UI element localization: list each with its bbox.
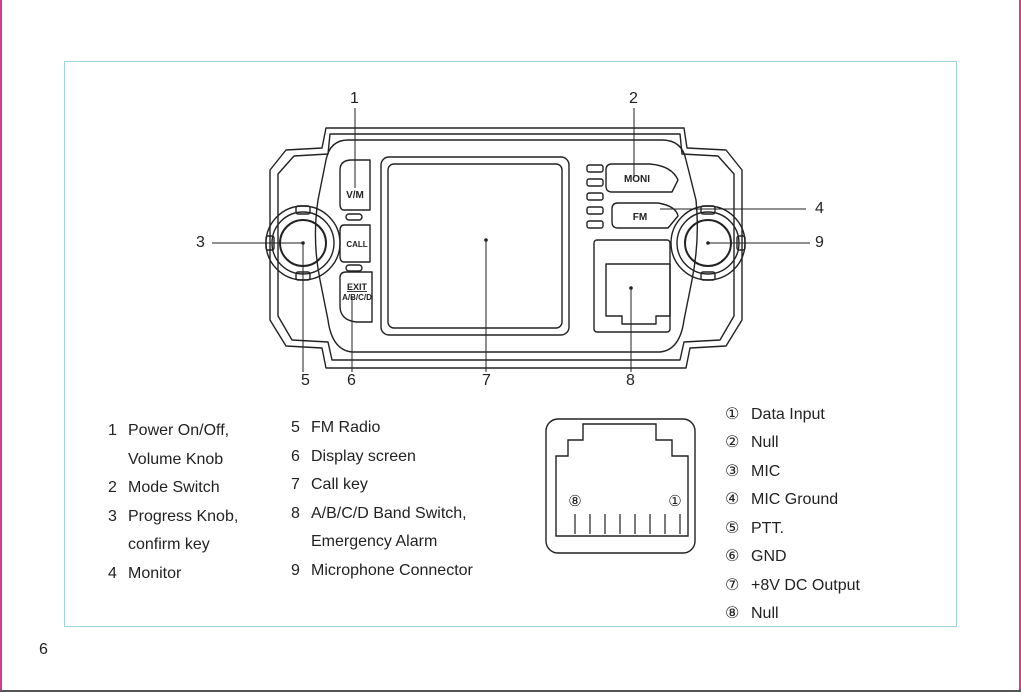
right-knob-tab xyxy=(700,271,716,281)
vm-key-label: V/M xyxy=(346,190,364,201)
page-edge-right xyxy=(1019,0,1021,692)
indicator-led xyxy=(586,178,604,187)
moni-key xyxy=(605,163,679,193)
pin-item: ⑦+8V DC Output xyxy=(725,577,860,594)
fm-key xyxy=(611,202,679,229)
page-number: 6 xyxy=(39,641,48,658)
right-knob-tab xyxy=(700,205,716,215)
callout-8: 8 xyxy=(626,372,635,389)
page-edge-bottom xyxy=(0,690,1021,692)
callout-7: 7 xyxy=(482,372,491,389)
call-key-label: CALL xyxy=(346,240,367,249)
connector-pin-8-label: ⑧ xyxy=(568,492,581,510)
callout-5: 5 xyxy=(301,372,310,389)
callout-6: 6 xyxy=(347,372,356,389)
callout-3: 3 xyxy=(196,234,205,251)
exit-key xyxy=(339,271,373,323)
callout-1: 1 xyxy=(350,90,359,107)
housing-outer xyxy=(269,127,743,369)
display-screen-glass xyxy=(387,163,563,329)
mic-jack-socket xyxy=(605,263,671,325)
key-divider xyxy=(345,264,363,272)
callout-4: 4 xyxy=(815,200,824,217)
leader-lines xyxy=(212,108,810,372)
key-labels: V/M CALL EXIT A/B/C/D MONI FM xyxy=(342,174,650,302)
connector-pin-1-label: ① xyxy=(668,492,681,510)
indicator-led xyxy=(586,220,604,229)
abcd-key-label: A/B/C/D xyxy=(342,293,372,302)
key-divider xyxy=(345,213,363,221)
panel-bezel xyxy=(314,139,699,353)
connector-outer xyxy=(545,418,696,554)
indicator-led xyxy=(586,192,604,201)
indicator-led xyxy=(586,206,604,215)
callout-9: 9 xyxy=(815,234,824,251)
vm-key xyxy=(339,159,371,211)
call-key xyxy=(339,224,371,263)
moni-key-label: MONI xyxy=(624,174,650,185)
exit-key-label: EXIT xyxy=(347,282,368,292)
connector-pinout xyxy=(545,418,696,554)
connector-socket xyxy=(555,423,689,537)
connector-contacts xyxy=(574,514,681,534)
housing-inner xyxy=(277,133,735,361)
fm-key-label: FM xyxy=(633,212,647,223)
page-edge-left xyxy=(0,0,2,692)
indicator-led xyxy=(586,164,604,173)
figure-frame xyxy=(64,61,957,627)
left-knob-tab xyxy=(295,205,311,215)
callout-2: 2 xyxy=(629,90,638,107)
display-screen xyxy=(380,156,570,336)
